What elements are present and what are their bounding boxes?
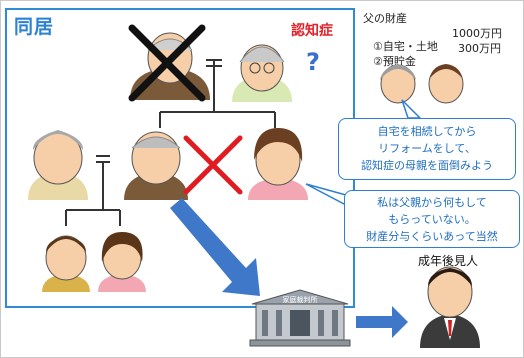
son-wife-small-figure [380,64,416,104]
arrow-to-guardian-icon [356,306,408,338]
son-small-figure [428,64,464,104]
asset-item-savings: ②預貯金 [366,40,416,69]
court-sign: 家庭裁判所 [283,295,318,304]
bubble-line: もらっていない。 [388,213,476,226]
cross-red-icon [183,135,243,195]
asset-item-amount: 300万円 [458,42,501,55]
father-figure [124,131,188,200]
grandmother-figure [232,44,292,102]
son-wife-speech-bubble: 自宅を相続してから リフォームをして、 認知症の母親を面倒みよう [338,118,516,180]
question-mark-icon: ? [306,48,320,76]
bubble-line: 財産分与くらいあって当然 [366,230,498,243]
dementia-label: 認知症 [291,23,333,39]
court-building-icon [249,289,351,347]
asset-item-label: ②預貯金 [373,55,416,68]
bubble-line: 認知症の母親を面倒みよう [361,159,493,172]
assets-title: 父の財産 [363,12,407,25]
grandson-figure [42,235,90,292]
bubble-line: 私は父親から何もして [377,196,487,209]
guardian-figure [420,266,480,348]
guardian-label: 成年後見人 [418,254,479,268]
marriage-symbols [65,59,276,226]
granddaughter-figure [98,232,146,292]
household-label: 同居 [14,16,55,38]
daughter-speech-bubble: 私は父親から何もして もらっていない。 財産分与くらいあって当然 [344,190,520,248]
mother-figure [28,130,88,200]
bubble-line: 自宅を相続してから [377,125,477,138]
asset-item-home: ①自宅・土地 [366,25,438,54]
bubble-tail [305,183,347,207]
daughter-figure [248,128,308,200]
cross-black-icon [128,24,206,102]
arrow-to-court-icon [170,198,260,296]
bubble-line: リフォームをして、 [378,142,476,155]
asset-item-amount: 1000万円 [452,27,502,40]
bubble-tail [401,99,422,119]
asset-item-label: ①自宅・土地 [373,40,438,53]
